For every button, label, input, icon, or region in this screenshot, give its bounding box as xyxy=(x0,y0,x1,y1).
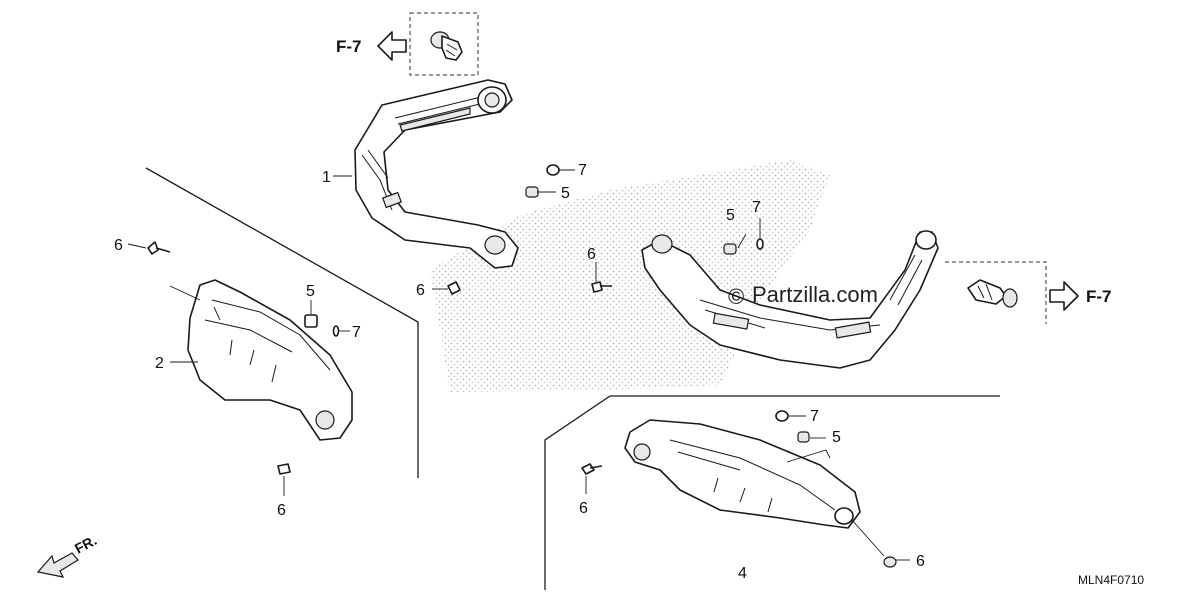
watermark: © Partzilla.com xyxy=(728,282,878,309)
hand-guard-bolt-upper-icon xyxy=(430,31,463,61)
hand-guard-bolt-right-icon xyxy=(967,279,1018,308)
callout-5: 5 xyxy=(561,185,570,202)
reference-arrow-left-icon xyxy=(377,31,407,61)
watermark-symbol: © xyxy=(728,284,744,309)
hand-guard-cover-part-4 xyxy=(624,419,861,529)
reference-arrow-right-icon xyxy=(1049,281,1079,311)
washer-icon xyxy=(546,164,560,176)
bottom-group-frame xyxy=(544,395,1000,590)
collar-icon xyxy=(304,314,318,328)
callout-5: 5 xyxy=(306,283,315,300)
collar-icon xyxy=(797,431,810,443)
watermark-text: Partzilla.com xyxy=(752,282,878,307)
washer-icon xyxy=(332,325,340,337)
callout-4: 4 xyxy=(738,565,747,582)
callout-6: 6 xyxy=(916,553,925,570)
hand-guard-part-1 xyxy=(354,79,519,269)
screw-icon xyxy=(147,241,171,255)
screw-icon xyxy=(581,463,603,475)
hand-guard-right-part xyxy=(641,230,939,369)
front-direction-indicator: FR. xyxy=(36,532,99,578)
callout-7: 7 xyxy=(578,162,587,179)
collar-icon xyxy=(525,186,539,198)
callout-6: 6 xyxy=(579,500,588,517)
drawing-code: MLN4F0710 xyxy=(1078,573,1144,587)
reference-label-right: F-7 xyxy=(1086,287,1112,306)
callout-2: 2 xyxy=(155,355,164,372)
left-group-frame xyxy=(145,167,419,478)
screw-icon xyxy=(447,281,461,295)
washer-icon xyxy=(756,238,764,250)
screw-icon xyxy=(277,463,291,475)
collar-icon xyxy=(723,243,737,255)
screw-icon xyxy=(883,556,897,568)
washer-icon xyxy=(775,410,789,422)
callout-6: 6 xyxy=(277,502,286,519)
callout-5: 5 xyxy=(726,207,735,224)
upper-bolt-group: F-7 xyxy=(336,12,479,76)
callout-1: 1 xyxy=(322,169,331,186)
callout-7: 7 xyxy=(352,324,361,341)
callout-5: 5 xyxy=(832,429,841,446)
screw-icon xyxy=(591,281,612,293)
callout-7: 7 xyxy=(810,408,819,425)
callout-6: 6 xyxy=(587,246,596,263)
right-bolt-group: F-7 xyxy=(945,261,1112,324)
front-arrow-icon xyxy=(36,552,79,578)
leader-lines xyxy=(127,169,910,561)
callout-6: 6 xyxy=(416,282,425,299)
callout-7: 7 xyxy=(752,199,761,216)
reference-label-left: F-7 xyxy=(336,37,362,56)
front-label: FR. xyxy=(72,532,99,557)
hand-guard-cover-part-2 xyxy=(187,279,353,441)
small-hardware xyxy=(147,164,897,568)
callout-6: 6 xyxy=(114,237,123,254)
